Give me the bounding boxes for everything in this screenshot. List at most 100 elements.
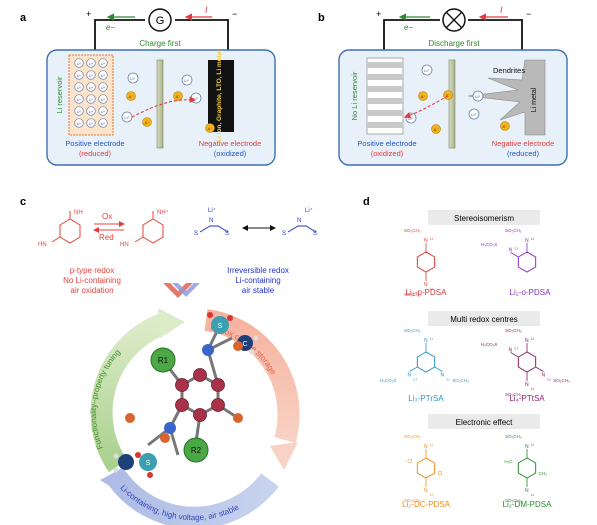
li-atom xyxy=(160,433,170,443)
lattice-li-text: Li⁺ xyxy=(101,62,106,66)
irr-reactant xyxy=(199,225,229,233)
atom-label: H₃CO₂S xyxy=(481,242,498,247)
compound-name: Li₄-PTtSA xyxy=(509,394,545,403)
separator xyxy=(448,59,456,149)
lattice-li-text: Li⁺ xyxy=(89,62,94,66)
panel-d-letter: d xyxy=(363,196,370,208)
anion-icon xyxy=(205,123,215,133)
lattice-li-text: Li⁺ xyxy=(77,110,82,114)
hydrogen-atom xyxy=(249,349,255,355)
li-ion-icon xyxy=(181,74,193,86)
oxygen-atom xyxy=(135,452,141,458)
lattice-li-text: Li⁺ xyxy=(101,74,106,78)
sulfur-atom xyxy=(139,453,157,471)
stripe xyxy=(367,122,403,128)
lattice-li-text: Li⁺ xyxy=(101,86,106,90)
oxygen-atom xyxy=(207,312,213,318)
li-atom xyxy=(125,413,135,423)
irr-product-s-left: S xyxy=(282,231,286,237)
carbon-label: C xyxy=(242,341,247,348)
negative-electrode-state: (oxidized) xyxy=(214,149,247,158)
nitrogen-atom xyxy=(202,344,214,356)
ptype-hn-bottom: HN xyxy=(38,242,47,248)
ptype-product-nh: NH⁺ xyxy=(157,209,169,216)
anion-text: A⁻ xyxy=(208,126,213,131)
atom-label: N xyxy=(424,338,428,344)
irr-product-li: Li⁺ xyxy=(305,207,313,214)
ptype-line-3: air oxidation xyxy=(70,286,113,295)
electron-label: e− xyxy=(106,23,115,32)
lattice-li-ion xyxy=(98,58,108,68)
anion-icon xyxy=(173,91,183,101)
atom-label: Cl xyxy=(407,459,412,465)
li-ion-text: Li⁺ xyxy=(184,78,189,83)
panel-b-letter: b xyxy=(318,12,325,24)
atom-label: N xyxy=(525,338,529,344)
current-label: I xyxy=(500,5,503,15)
irr-line-3: air stable xyxy=(242,286,275,295)
hydrogen-atom xyxy=(253,335,259,341)
stripe xyxy=(367,74,403,80)
anion-text: A⁻ xyxy=(446,93,451,98)
section-multi-header xyxy=(428,311,540,326)
atom-label: SO₂CH₃ xyxy=(452,378,469,383)
anion-icon xyxy=(126,91,136,101)
negative-electrode xyxy=(208,60,234,132)
r1-label: R1 xyxy=(158,356,169,365)
sulfur-atom xyxy=(211,316,229,334)
lattice-li-ion xyxy=(86,70,96,80)
plus-sign: + xyxy=(86,9,91,19)
benzene-ring xyxy=(517,251,537,273)
atom-label: Li xyxy=(430,442,433,447)
nitrogen-atom xyxy=(164,422,176,434)
bond xyxy=(409,366,418,372)
irr-s-right: S xyxy=(225,231,229,237)
atom-label: Li xyxy=(414,377,417,382)
benzene-ring xyxy=(416,351,436,373)
panel-a-letter: a xyxy=(20,12,27,24)
li-ion-icon xyxy=(127,72,139,84)
stripe xyxy=(367,98,403,104)
lattice-li-ion xyxy=(86,94,96,104)
lattice-li-ion xyxy=(74,106,84,116)
panel-c-letter: c xyxy=(20,196,26,208)
anion-icon xyxy=(431,124,441,134)
li-ion-text: Li⁺ xyxy=(130,76,135,81)
reservoir-lattice: Li⁺Li⁺Li⁺Li⁺Li⁺Li⁺Li⁺Li⁺Li⁺Li⁺Li⁺Li⁺Li⁺L… xyxy=(74,58,108,128)
negative-electrode-label: Negative electrode xyxy=(492,139,555,148)
lattice-li-ion xyxy=(74,94,84,104)
irr-product xyxy=(287,225,317,233)
atom-label: SO₂CH₃ xyxy=(505,392,522,397)
lattice-li-ion xyxy=(74,58,84,68)
compound-name: Li₃-PTrSA xyxy=(408,394,444,403)
atom-label: Li xyxy=(515,246,518,251)
atom-label: SO₂CH₃ xyxy=(505,498,522,503)
lattice-li-text: Li⁺ xyxy=(89,110,94,114)
benzene-ring xyxy=(517,457,537,479)
li-ion-text: Li⁺ xyxy=(471,112,476,117)
lattice-li-ion xyxy=(86,82,96,92)
li-ion-icon xyxy=(468,108,480,120)
lattice-li-ion xyxy=(86,118,96,128)
ptype-line-1: p-type redox xyxy=(70,266,114,275)
compound-name: Li₂-o-PDSA xyxy=(510,288,552,297)
atom-label: SO₂CH₃ xyxy=(404,292,421,297)
ring-carbon xyxy=(211,398,225,412)
merge-arrow-left xyxy=(163,283,193,298)
atom-label: SO₂CH₃ xyxy=(404,498,421,503)
lattice-li-text: Li⁺ xyxy=(89,98,94,102)
mode-label: Discharge first xyxy=(428,39,480,48)
red-label: Red xyxy=(99,233,114,242)
atom-label: SO₂CH₃ xyxy=(404,434,421,439)
lattice-li-ion xyxy=(74,70,84,80)
atom-label: N xyxy=(424,238,428,244)
minus-sign: − xyxy=(232,9,237,19)
atom-label: N xyxy=(408,373,412,379)
lattice-li-ion xyxy=(98,106,108,116)
atom-label: N xyxy=(424,488,428,494)
current-label: I xyxy=(205,5,208,15)
atom-label: SO₂CH₃ xyxy=(404,228,421,233)
oxygen-atom xyxy=(227,315,233,321)
r2-label: R2 xyxy=(191,446,202,455)
